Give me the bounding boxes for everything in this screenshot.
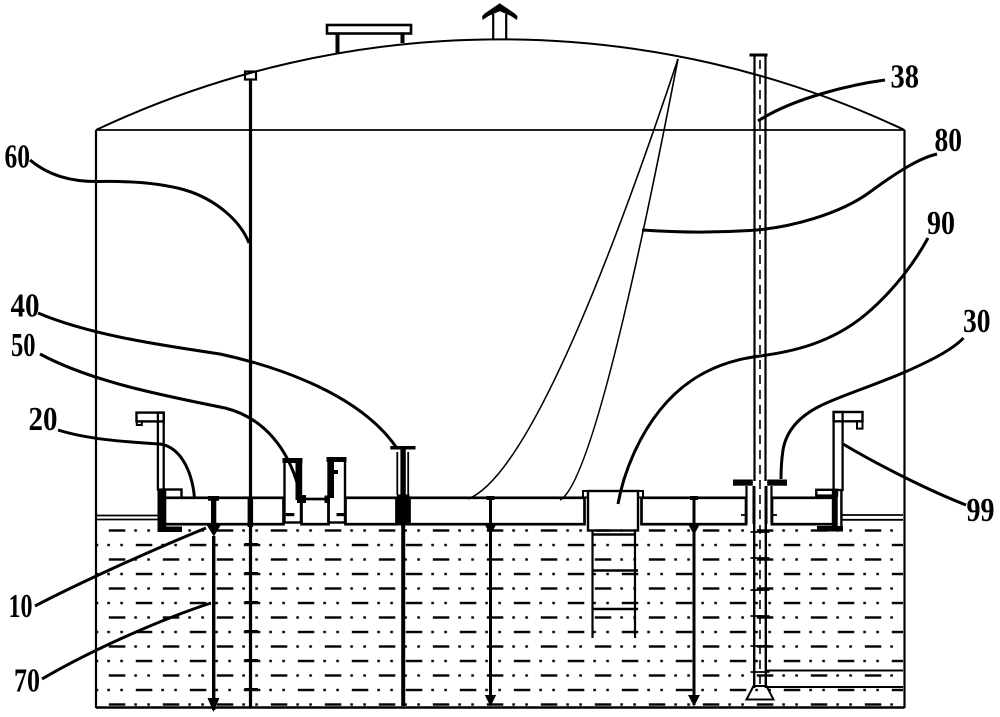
svg-text:20: 20 [29,401,58,438]
svg-text:30: 30 [963,303,991,340]
svg-text:80: 80 [935,122,963,159]
svg-text:70: 70 [14,663,40,700]
svg-text:40: 40 [11,288,40,325]
svg-text:90: 90 [927,205,955,242]
svg-text:99: 99 [967,492,995,529]
svg-text:10: 10 [9,588,33,625]
svg-text:60: 60 [5,139,31,176]
svg-text:50: 50 [11,327,36,364]
svg-text:38: 38 [891,59,920,96]
